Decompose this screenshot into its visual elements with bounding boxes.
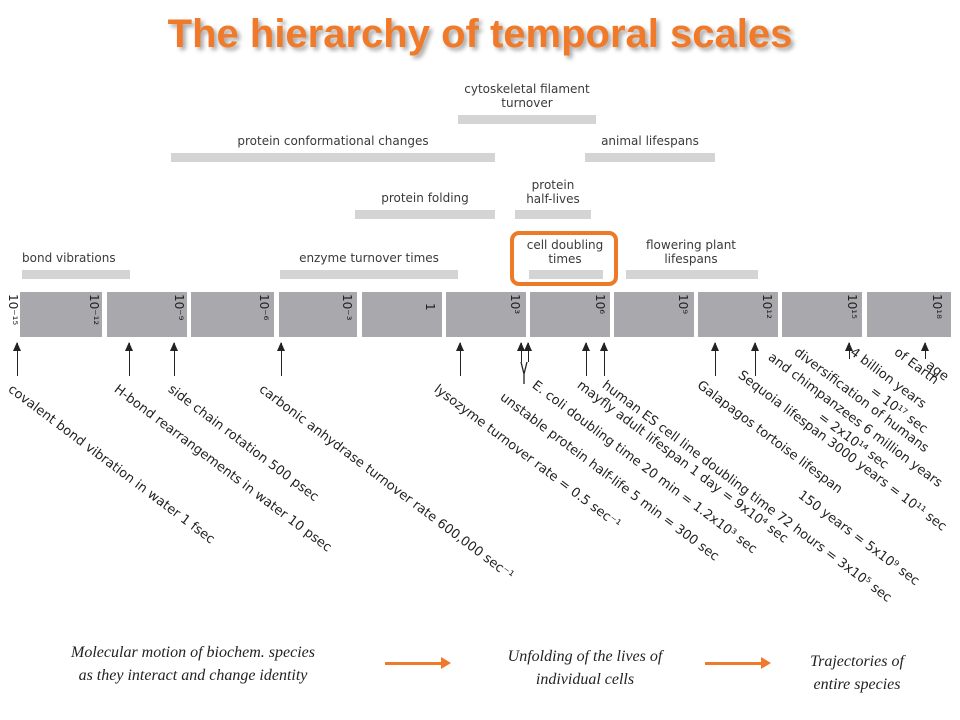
scale-tick-label: 10⁻⁹: [172, 294, 186, 321]
event-arrow: [170, 342, 178, 376]
event-arrow: [13, 342, 21, 376]
scale-tick-label: 10¹⁵: [845, 294, 859, 319]
category-bar-animal-lifespans: [585, 153, 715, 162]
event-arrow: [921, 342, 929, 359]
category-bar-cell-doubling: [529, 270, 603, 279]
scale-tick-label: 10¹²: [760, 294, 774, 319]
flow-arrow: [385, 657, 451, 669]
category-label-cytoskeletal: cytoskeletal filament turnover: [464, 82, 590, 110]
category-bar-flowering-plant: [626, 270, 758, 279]
category-label-protein-conformational: protein conformational changes: [237, 134, 429, 148]
category-bar-protein-conformational: [171, 153, 495, 162]
scale-segment: [614, 292, 694, 337]
scale-segment: [191, 292, 274, 337]
fork-connector: [520, 361, 528, 384]
category-bar-enzyme-turnover: [280, 270, 458, 279]
scale-segment: [279, 292, 357, 337]
event-arrow: [711, 342, 719, 376]
category-label-protein-folding: protein folding: [381, 191, 469, 205]
page-title: The hierarchy of temporal scales: [167, 12, 793, 56]
scale-segment: [107, 292, 187, 337]
event-arrow: [582, 342, 590, 376]
scale-tick-label: 10⁻³: [340, 294, 354, 321]
cell-doubling-highlight-box: [510, 231, 618, 286]
category-bar-bond-vibrations: [22, 270, 130, 279]
scale-tick-label: 10³: [508, 294, 522, 315]
scale-tick-label: 10¹⁸: [930, 294, 944, 319]
event-arrow: [600, 342, 608, 376]
caption-entire-species: Trajectories of entire species: [810, 653, 904, 693]
scale-segment: [20, 292, 102, 337]
caption-molecular-motion: Molecular motion of biochem. species as …: [71, 644, 315, 684]
scale-tick-label: 10⁻¹⁵: [6, 294, 20, 326]
category-bar-protein-half-lives: [515, 210, 591, 219]
scale-tick-label: 10⁶: [593, 294, 607, 315]
scale-segment: [362, 292, 442, 337]
event-arrow: [517, 342, 525, 362]
scale-segment: [867, 292, 951, 337]
category-label-enzyme-turnover: enzyme turnover times: [299, 251, 439, 265]
scale-segment: [446, 292, 526, 337]
category-label-animal-lifespans: animal lifespans: [601, 134, 699, 148]
flow-arrow: [705, 657, 771, 669]
category-label-bond-vibrations: bond vibrations: [22, 251, 116, 265]
category-label-flowering-plant: flowering plant lifespans: [645, 238, 737, 266]
scale-segment: [530, 292, 610, 337]
scale-tick-label: 10⁹: [676, 294, 690, 315]
scale-segment: [782, 292, 862, 337]
scale-tick-label: 1: [423, 303, 437, 311]
category-label-cell-doubling: cell doubling times: [526, 238, 604, 266]
scale-tick-label: 10⁻¹²: [87, 294, 101, 326]
event-arrow: [277, 342, 285, 376]
event-arrow: [524, 342, 532, 362]
category-label-protein-half-lives: protein half-lives: [526, 178, 580, 206]
event-arrow: [845, 342, 853, 359]
event-arrow: [456, 342, 464, 376]
category-bar-cytoskeletal: [458, 115, 596, 124]
event-arrow: [751, 342, 759, 376]
category-bar-protein-folding: [355, 210, 495, 219]
scale-segment: [698, 292, 778, 337]
event-arrow: [125, 342, 133, 376]
caption-individual-cells: Unfolding of the lives of individual cel…: [507, 648, 663, 688]
scale-tick-label: 10⁻⁶: [257, 294, 271, 321]
